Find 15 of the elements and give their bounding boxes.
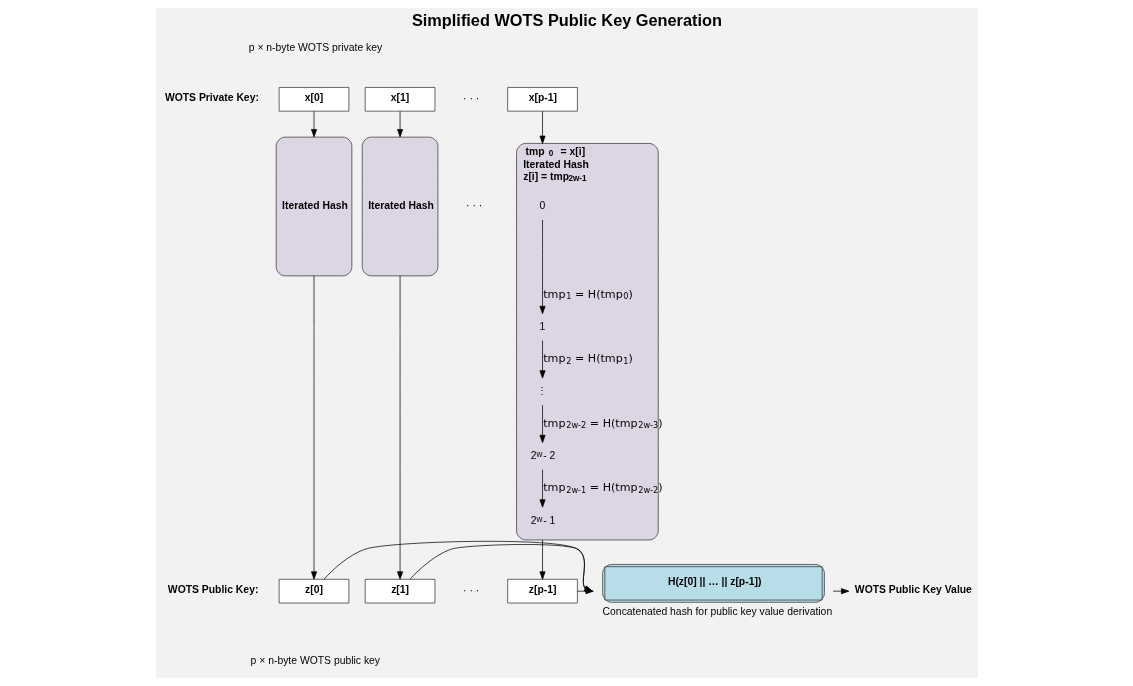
diagram-title: Simplified WOTS Public Key Generation — [411, 11, 722, 30]
node-text: 1 — [539, 320, 545, 332]
edge-label: tmp2 = H(tmp1) — [542, 352, 633, 366]
label: p × n-byte WOTS public key — [250, 655, 380, 667]
label: WOTS Public Key: — [167, 584, 258, 596]
node-text: WOTS Public Key Value — [854, 584, 972, 596]
node-label: Concatenated hash for public key value derivation — [602, 606, 832, 618]
node-text: ⋮ — [536, 385, 547, 397]
label: WOTS Private Key: — [164, 92, 259, 104]
node-text: 0 — [539, 200, 545, 212]
label: · · · — [465, 200, 482, 212]
label: · · · — [462, 93, 479, 105]
edge-label: tmp1 = H(tmp0) — [542, 287, 633, 302]
label: · · · — [462, 584, 479, 596]
label: p × n-byte WOTS private key — [248, 41, 382, 53]
